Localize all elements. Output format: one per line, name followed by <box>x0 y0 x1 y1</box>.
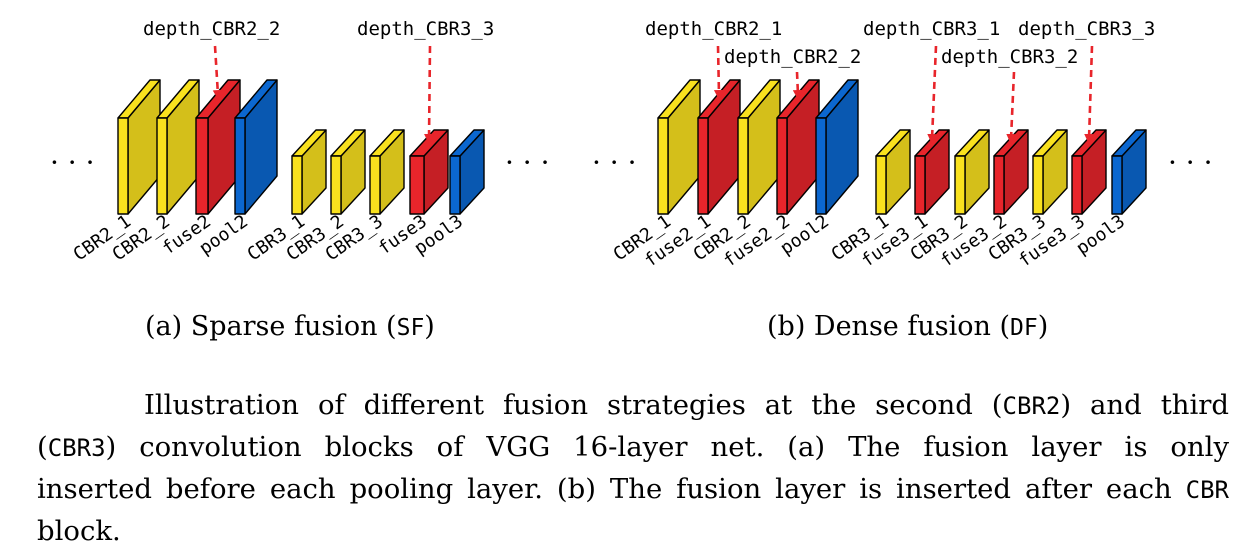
df-subcaption-suffix: ) <box>1038 311 1049 342</box>
caption-line-1: Illustration of different fusion strateg… <box>37 385 1229 427</box>
caption-text: Illustration of different fusion strateg… <box>144 389 1003 421</box>
block-cbr2-1-front <box>117 117 129 215</box>
block-cbr3-2 <box>330 129 366 215</box>
block-cbr2-1-front <box>657 117 669 215</box>
sf-depth-inputs: depth_CBR2_2 depth_CBR3_3 <box>143 18 494 144</box>
depth-label-depth-cbr3-1: depth_CBR3_1 <box>863 18 1000 40</box>
fusion-strategy-figure: · · · · · · CBR2_1CBR2_2fuse2pool2CBR3_1… <box>50 18 1213 342</box>
depth-arrow <box>212 45 223 100</box>
sf-subcaption: (a) Sparse fusion (SF) <box>145 311 435 342</box>
block-cbr3-1-front <box>875 155 887 215</box>
df-subcaption-prefix: (b) Dense fusion ( <box>767 311 1010 342</box>
block-pool2-front <box>815 117 827 215</box>
block-fuse3-3-front <box>1071 155 1083 215</box>
block-cbr2-1 <box>117 79 161 215</box>
block-fuse3-1 <box>914 129 950 215</box>
caption-line-3: inserted before each pooling layer. (b) … <box>37 469 1229 511</box>
depth-label-depth-cbr3-3: depth_CBR3_3 <box>357 18 494 40</box>
caption-line-2: (CBR3) convolution blocks of VGG 16-laye… <box>37 427 1229 469</box>
block-cbr2-2 <box>156 79 200 215</box>
caption-text: ) convolution blocks of VGG 16-layer net… <box>105 431 1229 463</box>
block-pool3-front <box>449 155 461 215</box>
sparse-fusion-diagram: · · · · · · CBR2_1CBR2_2fuse2pool2CBR3_1… <box>50 18 550 342</box>
block-pool3 <box>1111 129 1147 215</box>
df-subcaption: (b) Dense fusion (DF) <box>767 311 1048 342</box>
block-cbr3-3-front <box>369 155 381 215</box>
block-cbr3-1 <box>875 129 911 215</box>
dense-fusion-diagram: · · · · · · CBR2_1fuse2_1CBR2_2fuse2_2po… <box>592 18 1213 342</box>
df-leading-ellipsis: · · · <box>592 146 637 179</box>
caption-text: inserted before each pooling layer. (b) … <box>37 473 1186 505</box>
sf-subcaption-code: SF <box>397 315 425 341</box>
block-cbr2-2-front <box>156 117 168 215</box>
sf-subcaption-prefix: (a) Sparse fusion ( <box>145 311 397 342</box>
sf-trailing-ellipsis: · · · <box>505 146 550 179</box>
block-cbr2-2-front <box>737 117 749 215</box>
caption-text: ( <box>37 431 48 463</box>
block-cbr2-1 <box>657 79 701 215</box>
block-cbr3-2-front <box>330 155 342 215</box>
block-pool2 <box>234 79 278 215</box>
caption-code: CBR2 <box>1002 392 1061 420</box>
caption-text: block. <box>37 515 121 547</box>
block-fuse3-front <box>409 155 425 215</box>
depth-label-depth-cbr3-2: depth_CBR3_2 <box>941 46 1078 68</box>
depth-arrow <box>927 45 938 144</box>
block-fuse2 <box>195 79 241 215</box>
block-fuse3 <box>409 129 449 215</box>
depth-arrow <box>1084 45 1095 144</box>
block-fuse2-2 <box>776 79 820 215</box>
df-subcaption-code: DF <box>1010 315 1038 341</box>
block-fuse3-3 <box>1071 129 1107 215</box>
block-cbr3-2-front <box>954 155 966 215</box>
block-cbr3-3-front <box>1032 155 1044 215</box>
depth-label-depth-cbr2-2: depth_CBR2_2 <box>724 46 861 68</box>
depth-label-depth-cbr2-2: depth_CBR2_2 <box>143 18 280 40</box>
depth-arrow <box>424 45 435 144</box>
depth-arrow <box>792 71 803 100</box>
block-cbr3-3 <box>1032 129 1068 215</box>
df-trailing-ellipsis: · · · <box>1168 146 1213 179</box>
block-fuse2-front <box>195 117 209 215</box>
depth-arrow <box>1006 71 1017 144</box>
block-fuse3-2 <box>993 129 1029 215</box>
block-pool2 <box>815 79 859 215</box>
block-cbr3-1 <box>291 129 327 215</box>
block-cbr2-2 <box>737 79 781 215</box>
depth-label-depth-cbr3-3: depth_CBR3_3 <box>1018 18 1155 40</box>
caption-code: CBR3 <box>47 434 106 462</box>
block-fuse2-2-front <box>776 117 788 215</box>
block-cbr3-1-front <box>291 155 303 215</box>
block-fuse2-1-front <box>697 117 709 215</box>
depth-label-depth-cbr2-1: depth_CBR2_1 <box>645 18 782 40</box>
block-fuse3-1-front <box>914 155 926 215</box>
block-fuse3-2-front <box>993 155 1005 215</box>
block-pool3 <box>449 129 485 215</box>
sf-block-stack: CBR2_1CBR2_2fuse2pool2CBR3_1CBR3_2CBR3_3… <box>70 79 485 265</box>
df-block-stack: CBR2_1fuse2_1CBR2_2fuse2_2pool2CBR3_1fus… <box>610 79 1147 272</box>
block-pool3-front <box>1111 155 1123 215</box>
block-fuse2-1 <box>697 79 741 215</box>
block-pool2-front <box>234 117 246 215</box>
caption-code: CBR <box>1185 476 1229 504</box>
depth-arrow <box>713 45 724 100</box>
block-cbr3-2 <box>954 129 990 215</box>
block-cbr3-3 <box>369 129 405 215</box>
caption-text: ) and third <box>1060 389 1230 421</box>
sf-leading-ellipsis: · · · <box>50 146 95 179</box>
sf-subcaption-suffix: ) <box>424 311 435 342</box>
caption-line-4: block. <box>37 511 1229 552</box>
figure-caption: Illustration of different fusion strateg… <box>37 385 1229 552</box>
df-depth-inputs: depth_CBR2_1depth_CBR2_2depth_CBR3_1dept… <box>645 18 1155 144</box>
